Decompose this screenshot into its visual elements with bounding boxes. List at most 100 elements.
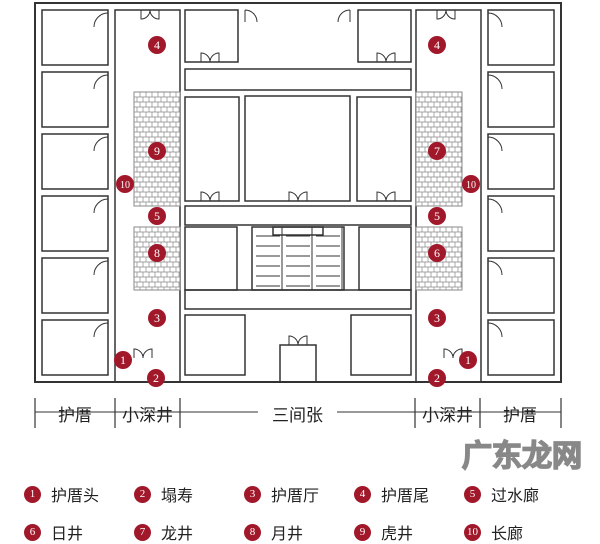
legend-number-badge: 1 bbox=[24, 485, 41, 503]
door-icon bbox=[93, 136, 109, 152]
door-icon bbox=[93, 12, 109, 28]
door-icon bbox=[487, 12, 503, 28]
door-icon bbox=[487, 322, 503, 338]
entrance bbox=[279, 344, 317, 383]
legend-item: 5 过水廊 bbox=[464, 482, 539, 506]
marker-circle bbox=[428, 309, 446, 327]
legend-label: 虎井 bbox=[381, 524, 414, 543]
crossing-corridor bbox=[184, 205, 412, 226]
wing-room bbox=[487, 257, 555, 314]
marker-right-2: 2 bbox=[434, 371, 440, 385]
rear-room bbox=[350, 314, 412, 376]
double-door-icon bbox=[140, 9, 160, 20]
door-icon bbox=[93, 260, 109, 276]
rear-corridor bbox=[184, 289, 412, 310]
marker-circle bbox=[148, 142, 166, 160]
dim-label-hucuo-left: 护厝 bbox=[58, 405, 92, 426]
door-icon bbox=[93, 198, 109, 214]
marker-left-2: 2 bbox=[153, 371, 159, 385]
legend-label: 过水廊 bbox=[491, 486, 540, 505]
double-door-icon bbox=[376, 52, 396, 63]
marker-left-5: 5 bbox=[154, 209, 160, 223]
hall-corridor bbox=[184, 68, 412, 91]
marker-left-4: 4 bbox=[154, 38, 160, 52]
marker-left-1: 1 bbox=[120, 353, 126, 367]
legend-item: 2 塌寿 bbox=[134, 482, 193, 506]
marker-circle bbox=[428, 369, 446, 387]
small-room bbox=[358, 226, 412, 291]
entrance-door-icon bbox=[288, 335, 308, 346]
dim-label-sanjianzhang: 三间张 bbox=[180, 398, 415, 428]
marker-right-4: 4 bbox=[434, 38, 440, 52]
legend-number-badge: 7 bbox=[134, 523, 151, 541]
legend-item: 7 龙井 bbox=[134, 520, 193, 544]
legend-number-badge: 3 bbox=[244, 485, 261, 503]
marker-right-3: 3 bbox=[434, 311, 440, 325]
legend-number-badge: 10 bbox=[464, 523, 481, 541]
dim-label-text: 三间张 bbox=[258, 400, 337, 426]
legend-label: 日井 bbox=[51, 524, 84, 543]
marker-right-10: 10 bbox=[466, 180, 476, 191]
double-door-icon bbox=[200, 52, 220, 63]
door-icon bbox=[487, 136, 503, 152]
marker-left-10: 10 bbox=[120, 180, 130, 191]
double-door-icon bbox=[443, 348, 463, 359]
marker-circle bbox=[116, 175, 134, 193]
marker-circle bbox=[428, 142, 446, 160]
marker-circle bbox=[148, 244, 166, 262]
wing-room bbox=[41, 133, 109, 190]
double-door-icon bbox=[436, 9, 456, 20]
marker-circle bbox=[428, 207, 446, 225]
wing-room bbox=[487, 9, 555, 66]
legend-number-badge: 5 bbox=[464, 485, 481, 503]
marker-right-7: 7 bbox=[434, 144, 440, 158]
marker-left-8: 8 bbox=[154, 246, 160, 260]
legend-label: 护厝头 bbox=[51, 486, 100, 505]
marker-circle bbox=[428, 36, 446, 54]
door-icon bbox=[337, 9, 351, 23]
front-room bbox=[357, 9, 412, 63]
rear-room bbox=[184, 314, 246, 376]
marker-circle bbox=[462, 175, 480, 193]
front-room bbox=[184, 9, 239, 63]
marker-circle bbox=[148, 36, 166, 54]
marker-circle bbox=[148, 309, 166, 327]
legend-item: 6 日井 bbox=[24, 520, 83, 544]
legend-number-badge: 9 bbox=[354, 523, 371, 541]
marker-right-6: 6 bbox=[434, 246, 440, 260]
legend-number-badge: 6 bbox=[24, 523, 41, 541]
marker-right-5: 5 bbox=[434, 209, 440, 223]
wing-room bbox=[41, 71, 109, 128]
legend-label: 塌寿 bbox=[161, 486, 194, 505]
marker-left-3: 3 bbox=[154, 311, 160, 325]
marker-left-9: 9 bbox=[154, 144, 160, 158]
marker-circle bbox=[148, 207, 166, 225]
marker-circle bbox=[428, 244, 446, 262]
door-icon bbox=[487, 198, 503, 214]
wing-room bbox=[41, 195, 109, 252]
legend-number-badge: 8 bbox=[244, 523, 261, 541]
marker-circle bbox=[114, 351, 132, 369]
wing-room bbox=[487, 319, 555, 376]
legend-number-badge: 4 bbox=[354, 485, 371, 503]
dim-label-hucuo-right: 护厝 bbox=[503, 405, 537, 426]
legend-label: 龙井 bbox=[161, 524, 194, 543]
legend-number-badge: 2 bbox=[134, 485, 151, 503]
small-room bbox=[184, 226, 238, 291]
side-room bbox=[356, 96, 412, 202]
marker-circle bbox=[459, 351, 477, 369]
wing-room bbox=[487, 71, 555, 128]
legend-item: 9 虎井 bbox=[354, 520, 413, 544]
stair-landing bbox=[272, 226, 324, 236]
door-icon bbox=[93, 322, 109, 338]
watermark: 广东龙网 bbox=[461, 438, 583, 475]
dim-label-xiaoshenjing-left: 小深井 bbox=[122, 405, 173, 426]
legend-label: 护厝厅 bbox=[271, 486, 320, 505]
door-icon bbox=[244, 9, 258, 23]
double-door-icon bbox=[288, 191, 308, 202]
wing-room bbox=[41, 257, 109, 314]
